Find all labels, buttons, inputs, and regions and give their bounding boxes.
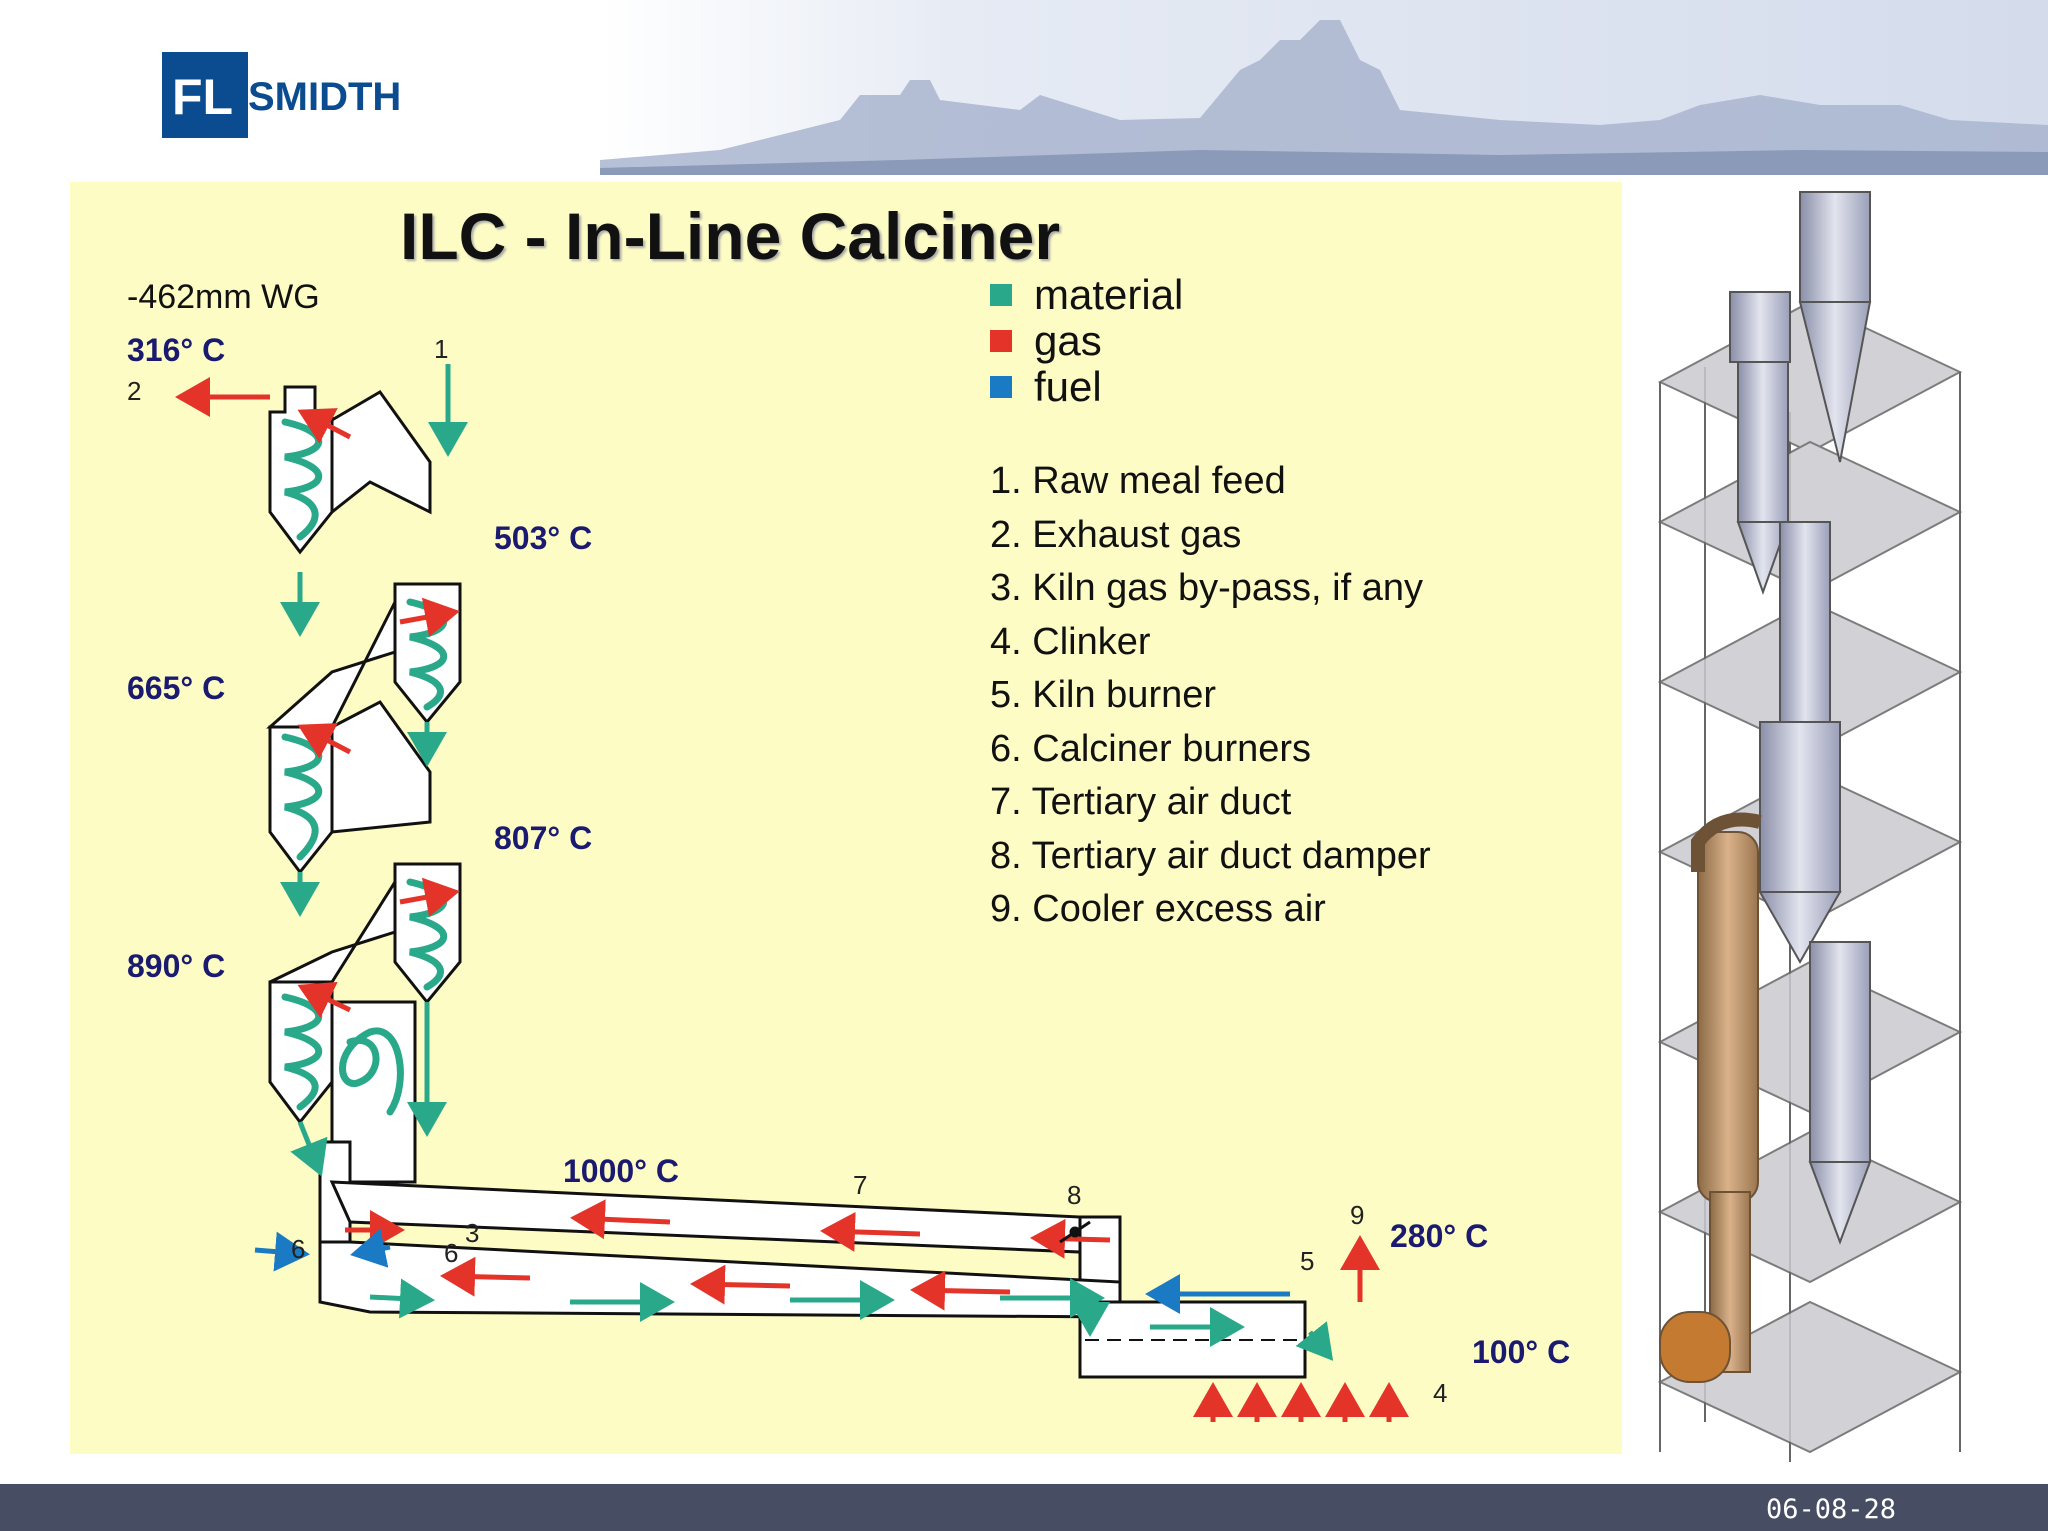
rotary-kiln [318, 1240, 1122, 1319]
svg-text:FL: FL [172, 69, 233, 125]
list-item: 3. Kiln gas by-pass, if any [990, 567, 1423, 609]
clinker-cooler [1078, 1300, 1307, 1379]
tower-calciner [1659, 812, 1762, 1383]
list-item: 9. Cooler excess air [990, 888, 1326, 930]
legend-label: gas [1034, 317, 1102, 364]
material-flow-arrows [280, 364, 1334, 1361]
temp-label-665: 665° C [127, 670, 226, 706]
slide-footer: 06-08-28 [0, 1484, 2048, 1531]
fuel-swatch-icon [990, 376, 1012, 398]
marker-4: 4 [1433, 1378, 1448, 1408]
legend-item-gas: gas [990, 317, 1183, 364]
list-item: 5. Kiln burner [990, 674, 1217, 716]
color-legend: material gas fuel [990, 271, 1184, 410]
marker-6a: 6 [291, 1234, 306, 1264]
plant-skyline-image [600, 0, 2048, 175]
list-item: 7. Tertiary air duct [990, 781, 1292, 823]
riser-ducts [266, 390, 432, 984]
list-item: 1. Raw meal feed [990, 460, 1286, 502]
legend-label: material [1034, 271, 1184, 318]
marker-8: 8 [1067, 1180, 1082, 1210]
tower-cyclones [1729, 191, 1872, 1245]
pressure-label: -462mm WG [127, 278, 320, 316]
marker-7: 7 [853, 1170, 868, 1200]
temp-label-890: 890° C [127, 948, 226, 984]
marker-6b: 6 [444, 1238, 459, 1268]
temp-label-100: 100° C [1472, 1334, 1571, 1370]
marker-1: 1 [434, 334, 449, 364]
marker-9: 9 [1350, 1200, 1365, 1230]
temp-label-807: 807° C [494, 820, 593, 856]
gas-flow-arrows [175, 377, 1409, 1422]
temp-label-280: 280° C [1390, 1218, 1489, 1254]
list-item: 6. Calciner burners [990, 727, 1312, 770]
list-item: 4. Clinker [990, 620, 1151, 663]
material-swatch-icon [990, 284, 1012, 306]
numbered-legend-list: 1. Raw meal feed 2. Exhaust gas 3. Kiln … [990, 455, 1431, 937]
temp-label-1000: 1000° C [563, 1153, 679, 1189]
marker-5: 5 [1300, 1246, 1315, 1276]
marker-2: 2 [127, 376, 142, 406]
gas-swatch-icon [990, 330, 1012, 352]
temp-label-316: 316° C [127, 332, 226, 368]
preheater-tower-illustration [1657, 191, 1963, 1462]
temp-label-503: 503° C [494, 520, 593, 556]
legend-item-fuel: fuel [990, 363, 1183, 410]
flsmidth-logo: FL SMIDTH [162, 52, 401, 138]
tertiary-air-damper-icon [1059, 1220, 1091, 1244]
slide-title: ILC - In-Line Calciner [400, 199, 1061, 273]
footer-date: 06-08-28 [1765, 1494, 1896, 1525]
legend-label: fuel [1034, 363, 1102, 410]
list-item: 8. Tertiary air duct damper [990, 834, 1431, 877]
fuel-flow-arrows [254, 1228, 1290, 1314]
calciner-flow-diagram [175, 364, 1409, 1422]
slide-header: FL SMIDTH [0, 0, 2048, 175]
list-item: 2. Exhaust gas [990, 513, 1242, 556]
svg-text:SMIDTH: SMIDTH [248, 75, 401, 119]
legend-item-material: material [990, 271, 1184, 318]
marker-3: 3 [465, 1218, 480, 1248]
